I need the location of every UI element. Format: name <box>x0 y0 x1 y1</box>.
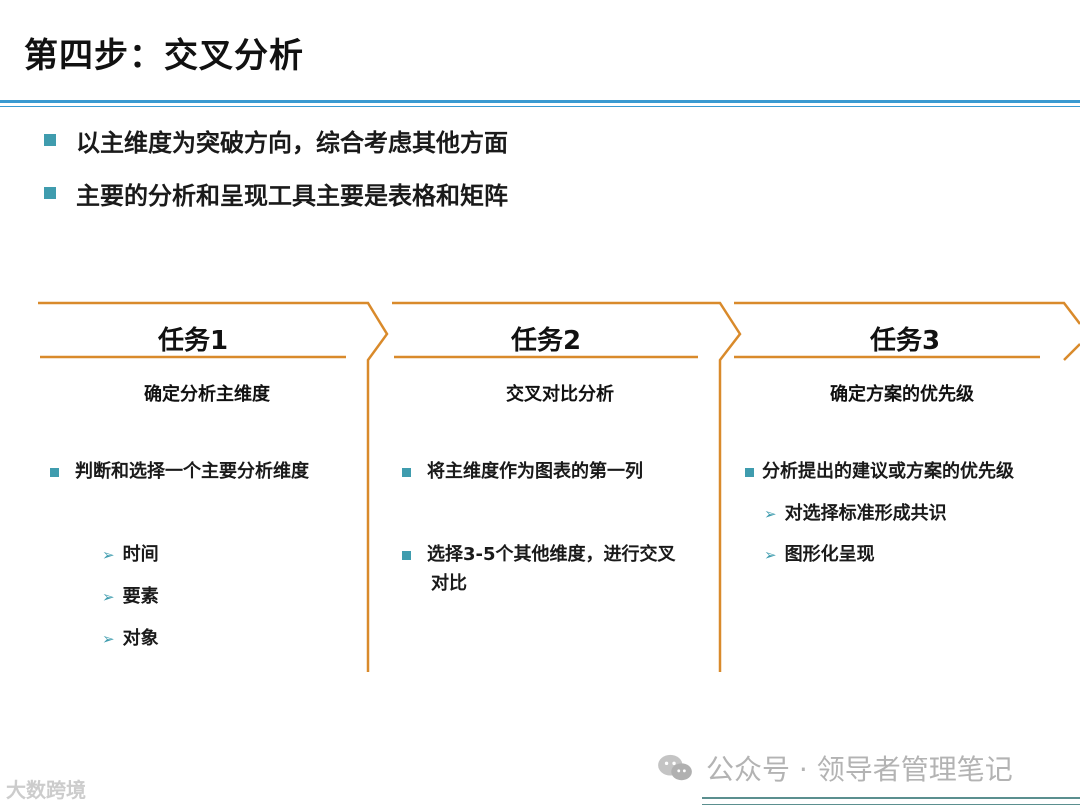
watermark: 公众号 · 领导者管理笔记 <box>656 748 1013 788</box>
task1-header: 任务1 <box>40 320 346 357</box>
square-bullet-icon <box>50 468 59 477</box>
square-bullet-icon <box>745 468 754 477</box>
task3-item: 分析提出的建议或方案的优先级 <box>745 458 1014 486</box>
task1-subitem-text: 要素 <box>122 586 159 607</box>
slide-title: 第四步：交叉分析 <box>24 36 304 76</box>
watermark-text: 公众号 · 领导者管理笔记 <box>706 753 1013 786</box>
task2-subtitle: 交叉对比分析 <box>506 384 614 405</box>
intro-bullets: 以主维度为突破方向，综合考虑其他方面 主要的分析和呈现工具主要是表格和矩阵 <box>44 122 508 228</box>
task3-frame <box>734 301 1080 325</box>
square-bullet-icon <box>44 134 56 146</box>
task2-item: 将主维度作为图表的第一列 <box>402 458 643 486</box>
arrow-bullet-icon: ➢ <box>764 505 777 523</box>
task1-subitem: ➢ 对象 <box>102 625 159 653</box>
title-rule <box>0 100 1080 103</box>
bullet-item: 以主维度为突破方向，综合考虑其他方面 <box>44 122 508 158</box>
task2-item-continuation: 对比 <box>431 570 467 598</box>
task3-item-text: 分析提出的建议或方案的优先级 <box>762 461 1014 482</box>
square-bullet-icon <box>402 468 411 477</box>
task1-item-text: 判断和选择一个主要分析维度 <box>75 461 309 482</box>
task1-subitem-text: 对象 <box>122 628 159 649</box>
wechat-icon <box>658 754 692 781</box>
task3-subitem-text: 对选择标准形成共识 <box>784 503 947 524</box>
task1-subitem-text: 时间 <box>122 544 159 565</box>
corner-watermark: 大数跨境 <box>6 778 86 802</box>
task2-title: 任务2 <box>510 326 582 356</box>
task2-item-text: 对比 <box>431 573 467 594</box>
task2-item: 选择3-5个其他维度，进行交叉 <box>402 541 676 569</box>
task3-subitem: ➢ 图形化呈现 <box>764 541 875 569</box>
task1-subitem: ➢ 要素 <box>102 583 159 611</box>
task1-subtitle: 确定分析主维度 <box>144 384 270 405</box>
bullet-text: 主要的分析和呈现工具主要是表格和矩阵 <box>76 181 508 210</box>
arrow-bullet-icon: ➢ <box>764 546 777 564</box>
arrow-bullet-icon: ➢ <box>102 546 115 564</box>
title-rule-thin <box>0 106 1080 107</box>
square-bullet-icon <box>44 187 56 199</box>
task2-item-text: 将主维度作为图表的第一列 <box>427 461 643 482</box>
task1-title: 任务1 <box>157 326 229 356</box>
task1-frame <box>38 301 389 672</box>
square-bullet-icon <box>402 551 411 560</box>
task3-frame-lower <box>1063 343 1080 361</box>
task-frames <box>38 301 1080 672</box>
task3-subtitle: 确定方案的优先级 <box>830 384 974 405</box>
task3-title: 任务3 <box>869 326 941 356</box>
bullet-text: 以主维度为突破方向，综合考虑其他方面 <box>76 128 508 157</box>
task3-header: 任务3 <box>752 320 1058 357</box>
task1-subitem: ➢ 时间 <box>102 541 159 569</box>
task2-header: 任务2 <box>394 320 698 357</box>
task3-subitem: ➢ 对选择标准形成共识 <box>764 500 947 528</box>
task1-item: 判断和选择一个主要分析维度 <box>50 458 309 486</box>
task2-item-text: 选择3-5个其他维度，进行交叉 <box>427 544 676 565</box>
bullet-item: 主要的分析和呈现工具主要是表格和矩阵 <box>44 175 508 211</box>
arrow-bullet-icon: ➢ <box>102 588 115 606</box>
footer-rule <box>702 797 1080 805</box>
task2-frame <box>392 301 742 672</box>
arrow-bullet-icon: ➢ <box>102 630 115 648</box>
task3-subitem-text: 图形化呈现 <box>784 544 875 565</box>
